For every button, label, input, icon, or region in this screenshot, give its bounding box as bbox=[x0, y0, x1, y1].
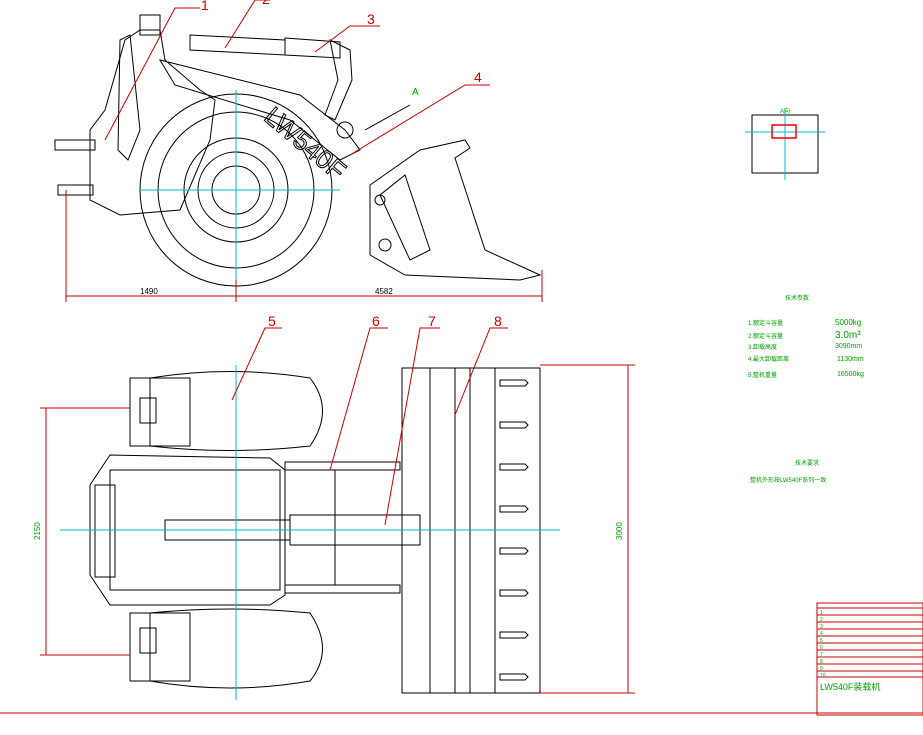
top-dimension-lines bbox=[40, 364, 635, 694]
callout-8: 8 bbox=[494, 313, 502, 329]
title-block bbox=[816, 602, 923, 716]
callout-7: 7 bbox=[428, 313, 436, 329]
cylinder-rod bbox=[284, 37, 341, 59]
bucket-link bbox=[379, 174, 431, 261]
bom-row-number: 7 bbox=[820, 652, 823, 658]
side-centerlines bbox=[140, 90, 340, 300]
spec-value-1: 5000kg bbox=[835, 318, 861, 327]
bom-row-number: 10 bbox=[820, 673, 826, 679]
bucket-pin bbox=[378, 238, 392, 252]
view-marker-arrow bbox=[364, 104, 411, 131]
callout-2: 2 bbox=[262, 0, 270, 7]
top-centerlines bbox=[60, 365, 560, 700]
callout-3: 3 bbox=[367, 11, 375, 27]
hub-bottom bbox=[139, 627, 157, 654]
tilt-pin bbox=[374, 194, 386, 206]
bom-row-number: 6 bbox=[820, 645, 823, 651]
view-marker-a: A bbox=[412, 87, 419, 98]
title-block-title: LW540F装载机 bbox=[820, 681, 880, 692]
dim-side-left: 1490 bbox=[140, 287, 158, 296]
callout-1: 1 bbox=[201, 0, 209, 13]
spec-label-5: 5.整机重量 bbox=[748, 371, 777, 379]
rear-frame bbox=[89, 29, 216, 216]
dim-top-left: 2150 bbox=[33, 522, 42, 540]
bucket-tooth bbox=[499, 631, 529, 639]
bom-row-number: 1 bbox=[820, 610, 823, 616]
bom-row-number: 2 bbox=[820, 617, 823, 623]
specs-title: 技术参数 bbox=[785, 294, 809, 302]
boom-top bbox=[284, 461, 401, 471]
side-callout-leaders bbox=[104, 0, 490, 156]
front-tire-bottom bbox=[149, 608, 323, 689]
counterweight-bottom bbox=[57, 184, 94, 196]
spec-value-4: 1130mm bbox=[837, 356, 864, 363]
bucket-tooth bbox=[499, 379, 529, 387]
bom-row-number: 9 bbox=[820, 666, 823, 672]
counterweight-top bbox=[54, 139, 96, 151]
bucket-tooth bbox=[499, 547, 529, 555]
view-a-label: A向 bbox=[780, 107, 790, 115]
spec-label-2: 2.额定斗容量 bbox=[748, 332, 783, 340]
radiator bbox=[94, 484, 116, 578]
rocker-link bbox=[324, 39, 353, 121]
rear-wheel-top bbox=[129, 377, 191, 447]
callout-6: 6 bbox=[372, 313, 380, 329]
exhaust-stack bbox=[139, 14, 161, 36]
rear-wheel-bottom bbox=[129, 612, 191, 682]
callout-5: 5 bbox=[268, 313, 276, 329]
hub-top bbox=[139, 397, 157, 424]
front-frame bbox=[284, 469, 336, 586]
side-dimension-lines bbox=[65, 190, 543, 302]
bucket-tooth bbox=[499, 421, 529, 429]
dim-side-right: 4582 bbox=[375, 287, 393, 296]
rear-frame-top bbox=[89, 454, 286, 606]
bucket-teeth bbox=[499, 379, 529, 681]
bucket bbox=[369, 139, 542, 281]
spec-value-3: 3090mm bbox=[835, 343, 862, 350]
front-tire-top bbox=[149, 371, 323, 451]
bom-row-number: 4 bbox=[820, 631, 823, 637]
notes-text: 整机外形按LW540F系列一致 bbox=[750, 476, 826, 484]
spec-value-2: 3.0m³ bbox=[835, 330, 861, 341]
top-callout-leaders bbox=[231, 327, 508, 526]
boom-bottom bbox=[284, 584, 401, 594]
lift-cylinder bbox=[189, 34, 286, 56]
spec-value-5: 16500kg bbox=[837, 371, 864, 378]
spec-label-1: 1.额定斗容量 bbox=[748, 319, 783, 327]
specs-table: 1.额定斗容量 5000kg 2.额定斗容量 3.0m³ 3.卸载高度 3090… bbox=[748, 318, 864, 379]
view-a-box: A向 bbox=[745, 107, 825, 180]
spec-label-4: 4.最大卸载距离 bbox=[748, 355, 789, 363]
bucket-tooth bbox=[499, 673, 529, 681]
cab-post bbox=[117, 34, 141, 161]
bom-row-number: 8 bbox=[820, 659, 823, 665]
callout-4: 4 bbox=[474, 69, 482, 85]
bucket-tooth bbox=[499, 463, 529, 471]
bucket-tooth bbox=[499, 505, 529, 513]
boom-pivot bbox=[336, 121, 354, 139]
bom-row-number: 3 bbox=[820, 624, 823, 630]
bom-row-number: 5 bbox=[820, 638, 823, 644]
notes-title: 技术要求 bbox=[795, 459, 819, 467]
bucket-tooth bbox=[499, 589, 529, 597]
dim-top-right: 3000 bbox=[615, 522, 624, 540]
spec-label-3: 3.卸载高度 bbox=[748, 343, 777, 351]
